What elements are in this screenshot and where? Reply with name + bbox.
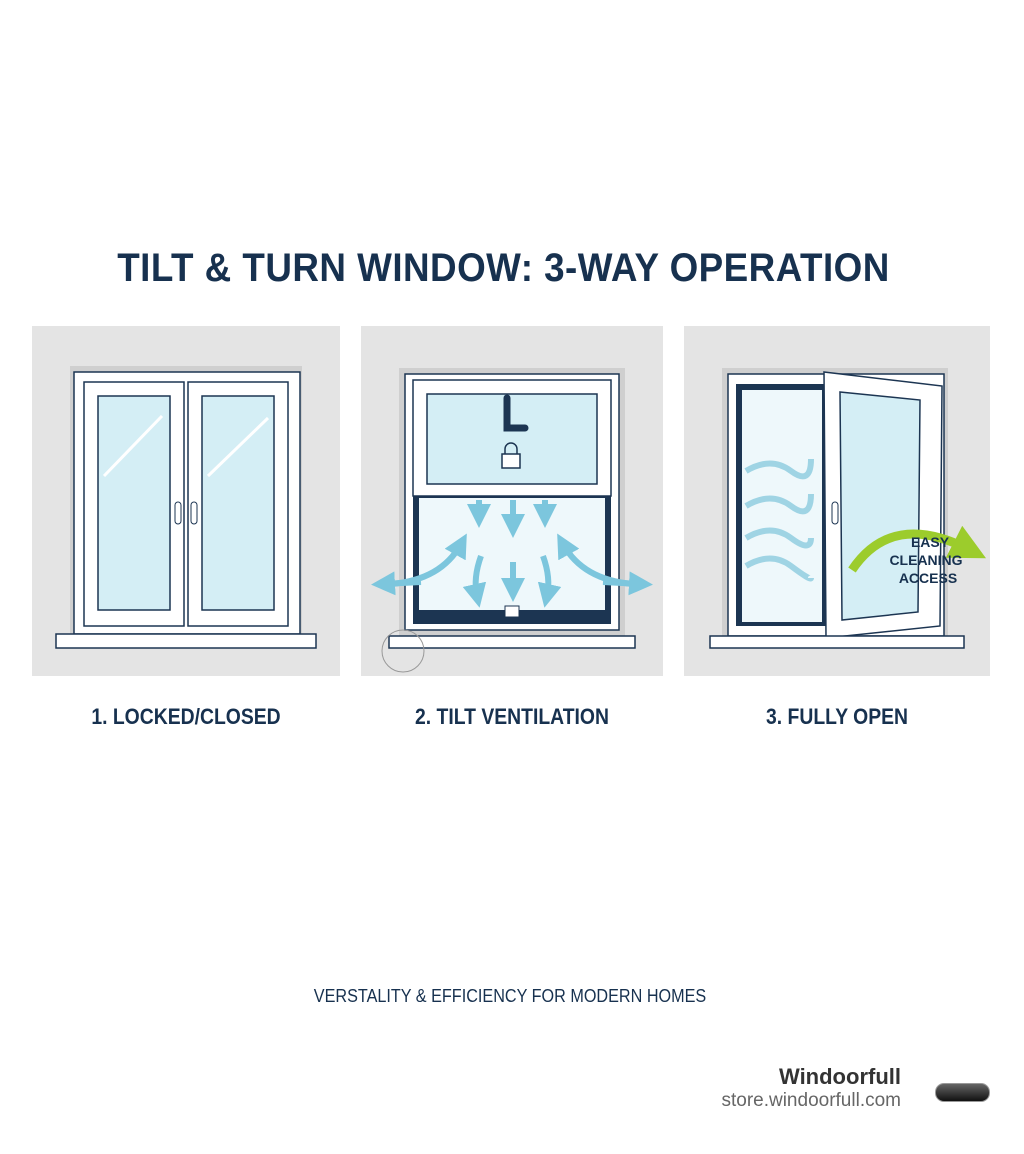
brand-name: Windoorfull	[779, 1064, 901, 1089]
panel-tilt-ventilation	[361, 326, 663, 676]
callout-line-1: EASY	[911, 534, 950, 550]
closed-window-illustration	[55, 366, 317, 649]
panel-fully-open: EASY CLEANING ACCESS	[684, 326, 990, 676]
tilt-window-illustration	[371, 368, 653, 673]
brand-logo	[935, 1083, 990, 1102]
brand-url: store.windoorfull.com	[721, 1090, 901, 1111]
callout-line-3: ACCESS	[899, 570, 957, 586]
panel-label-open: 3. FULLY OPEN	[765, 704, 909, 729]
subtitle: VERSTALITY & EFFICIENCY FOR MODERN HOMES	[313, 986, 707, 1006]
brand-block: Windoorfull store.windoorfull.com	[721, 1064, 901, 1112]
weather-protection-icon	[381, 629, 425, 673]
panel-locked-closed	[32, 326, 340, 676]
callout-line-2: CLEANING	[889, 552, 962, 568]
open-window-illustration: EASY CLEANING ACCESS	[709, 368, 987, 649]
page-title: TILT & TURN WINDOW: 3-WAY OPERATION	[117, 246, 890, 290]
panel-label-tilt: 2. TILT VENTILATION	[415, 704, 609, 729]
panel-label-locked: 1. LOCKED/CLOSED	[91, 704, 281, 729]
